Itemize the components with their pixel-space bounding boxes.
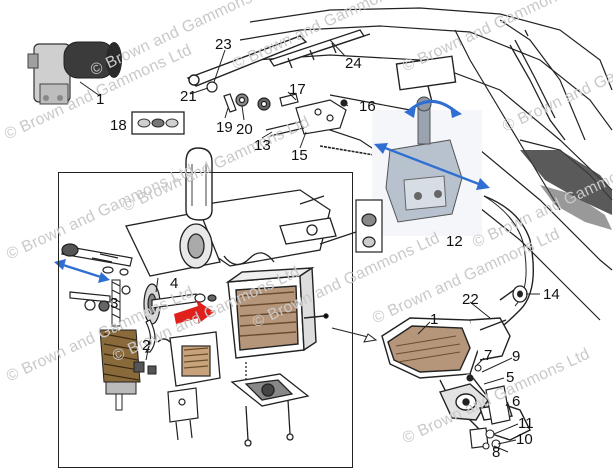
washer-set-18: [131, 111, 185, 135]
span-arrow-blue-upper: [379, 144, 485, 188]
gear-wheel: [143, 283, 217, 353]
windscreen-shading: [520, 150, 612, 215]
callout-6: 6: [512, 393, 521, 410]
car-body-outline: [239, 7, 613, 321]
wiper-arm-23: [186, 35, 308, 87]
wheelbox-photo: [372, 96, 482, 236]
callout-14: 14: [543, 286, 560, 303]
callout-13: 13: [254, 137, 271, 154]
rear-view-mirror: [395, 55, 457, 91]
fixing-nuts-8-10-11: [466, 364, 501, 450]
callout-15: 15: [291, 147, 308, 164]
wheelbox-bracket: [265, 99, 348, 137]
mounting-bracket-lower: [167, 387, 199, 441]
callout-12: 12: [446, 233, 463, 250]
cable-connector-detail: [319, 199, 383, 253]
drive-cable: [483, 195, 535, 331]
wiper-motor-top: [27, 41, 122, 105]
highlight-arrow-red: [174, 300, 214, 324]
rack-cable-lower: [61, 243, 133, 267]
callout-20: 20: [236, 121, 253, 138]
callout-leaders: [79, 39, 540, 453]
motor-yoke-can: [225, 266, 329, 359]
windscreen-shading-2: [540, 185, 612, 230]
right-wiper-blade: [509, 29, 566, 141]
gearbox-inset-frame: [58, 172, 353, 468]
callout-23: 23: [215, 36, 232, 53]
callout-3: 3: [110, 295, 119, 312]
callout-8: 8: [492, 444, 501, 461]
callout-4: 4: [170, 275, 179, 292]
callout-16: 16: [359, 98, 376, 115]
callout-2: 2: [142, 337, 151, 354]
end-plate-assembly: [230, 362, 310, 447]
callout-24: 24: [345, 55, 362, 72]
cable-grommet-14: [512, 285, 528, 303]
callout-5: 5: [506, 369, 515, 386]
callout-18: 18: [110, 117, 127, 134]
callout-19: 19: [216, 119, 233, 136]
callout-7: 7: [484, 347, 493, 364]
callout-11: 11: [518, 415, 534, 432]
spring-clip: [223, 252, 275, 266]
callout-9: 9: [512, 348, 521, 365]
yoke-clamp: [185, 147, 213, 221]
callout-21: 21: [180, 88, 197, 105]
brush-springs-2: [133, 361, 157, 375]
callout-17: 17: [289, 81, 306, 98]
armature: [99, 279, 141, 411]
callout-1: 1: [96, 91, 105, 108]
stroke-arrow-blue-lower: [59, 262, 105, 280]
callout-10: 10: [516, 431, 533, 448]
callout-1-lower: 1: [430, 311, 439, 328]
gearbox-housing: [125, 189, 337, 277]
brush-gear-box: [157, 331, 221, 387]
callout-22: 22: [462, 291, 479, 308]
spindle-nuts: [206, 81, 299, 113]
